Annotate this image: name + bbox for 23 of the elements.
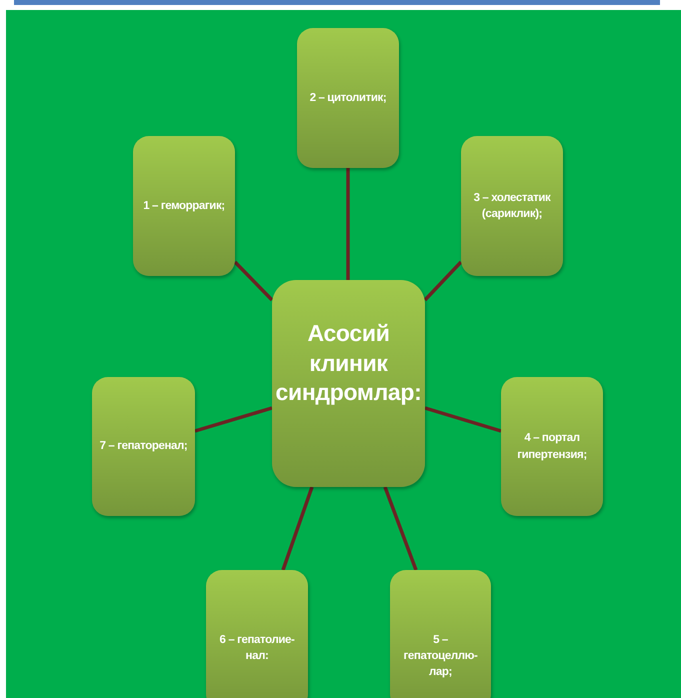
syndrome-box	[92, 377, 195, 516]
syndrome-text: 4 – портал гипертензия;	[516, 431, 588, 462]
syndrome-box	[390, 570, 491, 698]
syndrome-box	[501, 377, 603, 516]
connector-line	[281, 486, 314, 571]
syndrome-text: 2 – цитолитик;	[310, 91, 386, 106]
syndrome-text: 5 – гепатоцеллю- лар;	[402, 633, 478, 680]
connector-line	[234, 260, 274, 302]
syndrome-text: 1 – геморрагик;	[143, 198, 225, 214]
syndrome-text: 7 – гепаторенал;	[100, 439, 188, 454]
syndrome-text: 6 – гепатолие- нал:	[218, 633, 296, 664]
syndrome-box	[206, 570, 308, 698]
connector-line	[194, 406, 272, 433]
syndrome-text: 3 – холестатик (сариклик);	[472, 190, 552, 222]
connector-line	[383, 486, 418, 571]
syndrome-box	[461, 136, 563, 276]
syndrome-box	[297, 28, 399, 168]
central-box	[272, 280, 425, 487]
connector-line	[424, 406, 502, 433]
heading-text: Асосий клиник синдромлар:	[275, 318, 422, 408]
connector-line	[346, 168, 350, 280]
connector-line	[424, 260, 462, 302]
syndrome-box	[133, 136, 235, 276]
